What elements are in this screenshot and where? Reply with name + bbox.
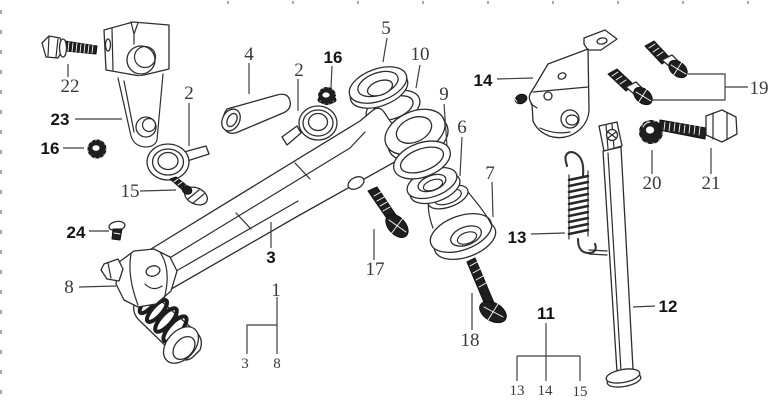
side-stand-bar	[598, 121, 642, 388]
callout-4: 4	[244, 44, 254, 65]
callout-8: 8	[64, 277, 74, 298]
pedal-tip	[100, 258, 124, 282]
pedal-head	[115, 248, 178, 308]
callout-16-mid: 16	[324, 48, 343, 67]
callout-3: 3	[266, 248, 275, 267]
flange-bolt-b	[607, 68, 653, 106]
callout-9: 9	[439, 84, 449, 105]
callout-1-8: 8	[273, 356, 281, 372]
leader-lines	[63, 37, 748, 381]
callout-16-left: 16	[41, 139, 60, 158]
callout-22: 22	[61, 76, 80, 97]
countersunk-screw-17	[367, 186, 409, 238]
callout-15: 15	[121, 181, 140, 202]
clamp-bracket	[103, 21, 170, 148]
callout-14: 14	[474, 71, 493, 90]
callout-2-left: 2	[184, 83, 194, 104]
callout-11-14: 14	[538, 383, 554, 399]
callout-19: 19	[750, 78, 769, 99]
mounting-plate	[512, 29, 618, 139]
cable-end-eyelet-mid	[281, 105, 338, 146]
callout-13: 13	[508, 228, 527, 247]
sleeve-pin	[221, 93, 291, 134]
cable-end-eyelet-left	[146, 143, 210, 181]
callout-23: 23	[51, 110, 70, 129]
flange-nut-mid	[317, 87, 337, 105]
callout-2-mid: 2	[294, 60, 304, 81]
callout-12: 12	[659, 297, 678, 316]
o-ring-large	[393, 140, 451, 180]
callout-10: 10	[411, 44, 430, 65]
hex-bolt-small	[169, 176, 209, 206]
callout-11-15: 15	[573, 384, 588, 400]
callout-24: 24	[67, 223, 86, 242]
bracket-11	[516, 323, 581, 381]
callout-6: 6	[457, 117, 467, 138]
callout-11: 11	[537, 304, 555, 323]
top-edge-marks	[227, 1, 749, 4]
pin-screw	[108, 220, 126, 241]
flange-bolt-a	[644, 40, 688, 79]
return-spring	[564, 151, 608, 256]
callout-1: 1	[271, 280, 281, 301]
callout-18: 18	[461, 330, 480, 351]
countersunk-screw-18	[466, 257, 507, 324]
callout-20: 20	[643, 173, 662, 194]
callout-1-3: 3	[241, 356, 249, 372]
hex-bolt	[658, 109, 738, 143]
pivot-bushing	[427, 184, 497, 261]
bracket-1	[246, 297, 278, 354]
dust-cap	[348, 66, 409, 109]
flange-nut-left	[87, 139, 107, 159]
callout-7: 7	[485, 163, 495, 184]
callout-labels: 22 23 16 15 24 8 2 4 2 16 5 10 9 6 7 3 1…	[41, 18, 769, 400]
callout-17: 17	[366, 259, 385, 280]
long-flange-bolt	[41, 35, 98, 59]
lock-nut	[638, 119, 664, 145]
callout-5: 5	[381, 18, 391, 39]
bracket-19	[652, 73, 748, 101]
callout-11-13: 13	[510, 383, 525, 399]
callout-21: 21	[702, 173, 721, 194]
